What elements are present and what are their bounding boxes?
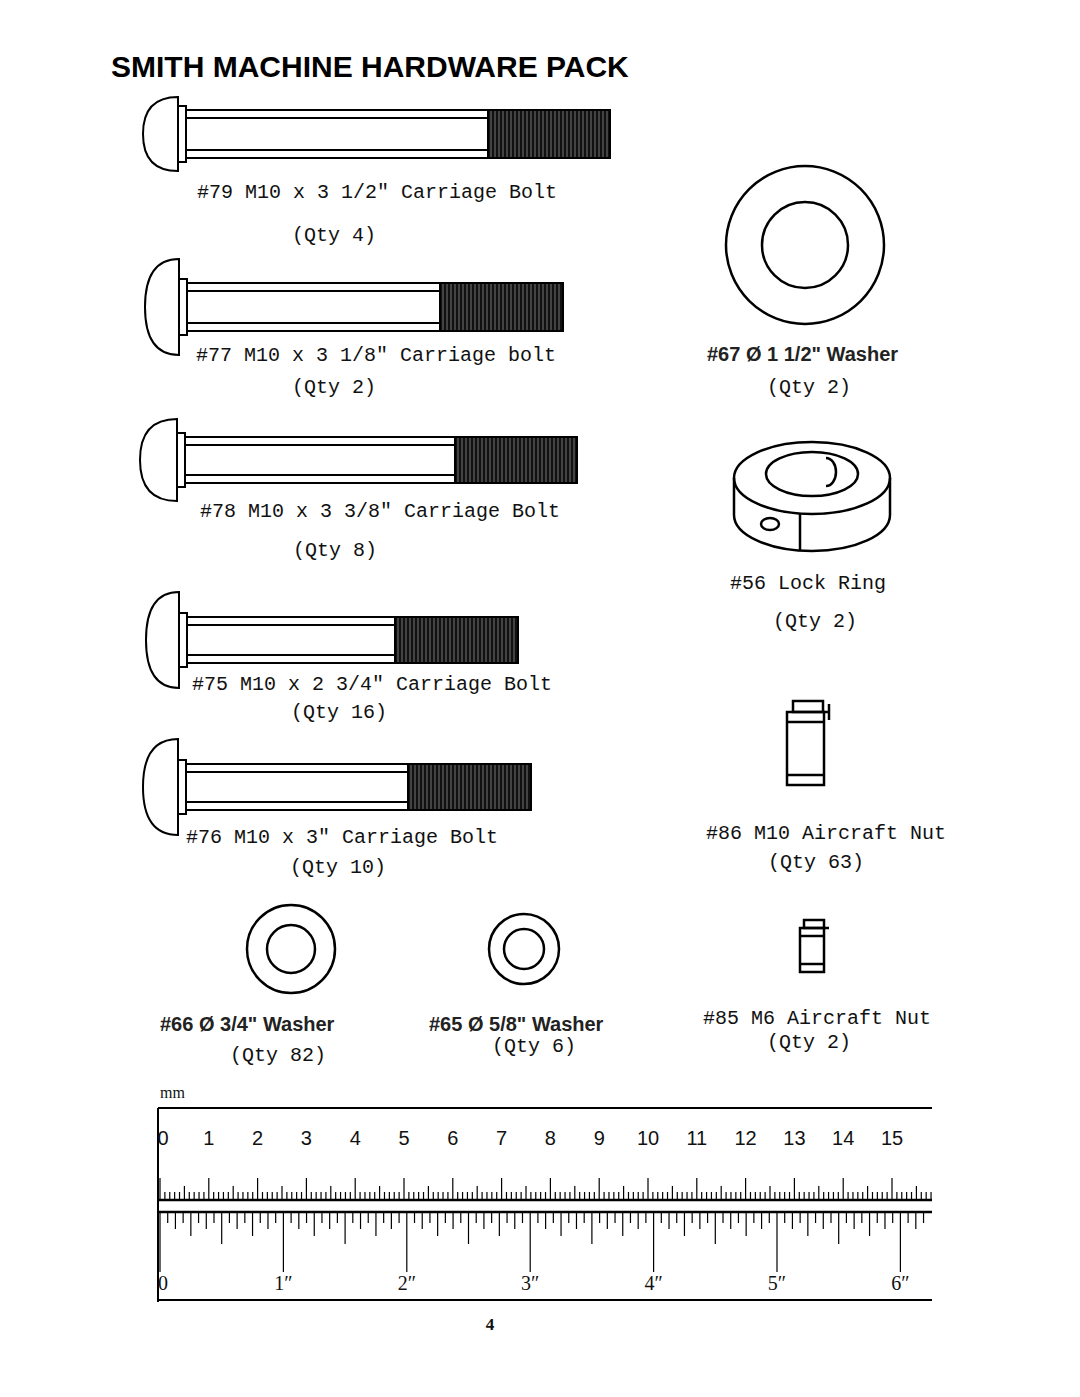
part-label: (Qty 63) bbox=[768, 851, 864, 874]
bolt-thread bbox=[440, 283, 563, 331]
bolt-shaft bbox=[186, 110, 610, 158]
bolt-head bbox=[143, 97, 178, 171]
scale-number: 4 bbox=[350, 1127, 361, 1150]
part-label: (Qty 2) bbox=[767, 1031, 851, 1054]
part-label: #65 Ø 5/8" Washer bbox=[429, 1013, 603, 1036]
scale-number: 1″ bbox=[274, 1272, 292, 1295]
scale-number: 6″ bbox=[891, 1272, 909, 1295]
bolt-shaft bbox=[187, 283, 563, 331]
scale-number: 10 bbox=[637, 1127, 659, 1150]
part-label: (Qty 82) bbox=[230, 1044, 326, 1067]
bolt-thread bbox=[395, 617, 518, 663]
bolt-thread bbox=[408, 764, 531, 810]
bolt-collar bbox=[178, 760, 186, 814]
scale-number: 11 bbox=[686, 1127, 707, 1150]
scale-number: 6 bbox=[447, 1127, 458, 1150]
bolt-collar bbox=[177, 433, 185, 487]
part-label: #79 M10 x 3 1/2″ Carriage Bolt bbox=[197, 181, 557, 204]
scale-number: 9 bbox=[594, 1127, 605, 1150]
part-label: #86 M10 Aircraft Nut bbox=[706, 822, 946, 845]
bolt-thread bbox=[488, 110, 610, 158]
scale-number: 0 bbox=[157, 1127, 168, 1150]
bolt-thread bbox=[455, 437, 577, 483]
bolt-head bbox=[145, 259, 179, 355]
scale-number: 3 bbox=[301, 1127, 312, 1150]
part-label: #76 M10 x 3″ Carriage Bolt bbox=[186, 826, 498, 849]
page-title: SMITH MACHINE HARDWARE PACK bbox=[111, 50, 629, 85]
bolt-collar bbox=[179, 279, 187, 335]
part-label: #67 Ø 1 1/2" Washer bbox=[707, 343, 898, 366]
bolt-head bbox=[140, 419, 177, 501]
bolt-collar bbox=[179, 613, 187, 667]
part-label: (Qty 4) bbox=[292, 224, 376, 247]
scale-number: 7 bbox=[496, 1127, 507, 1150]
scale-number: 3″ bbox=[521, 1272, 539, 1295]
scale-number: 15 bbox=[881, 1127, 903, 1150]
bolt-collar bbox=[178, 106, 186, 162]
part-label: (Qty 16) bbox=[291, 701, 387, 724]
scale-number: 8 bbox=[545, 1127, 556, 1150]
scale-number: 2 bbox=[252, 1127, 263, 1150]
part-label: #85 M6 Aircraft Nut bbox=[703, 1007, 931, 1030]
unit-label: mm bbox=[160, 1084, 185, 1102]
bolt-shaft bbox=[186, 764, 531, 810]
bolt-shaft bbox=[187, 617, 518, 663]
part-label: #66 Ø 3/4" Washer bbox=[160, 1013, 334, 1036]
part-label: #77 M10 x 3 1/8″ Carriage bolt bbox=[196, 344, 556, 367]
part-label: #78 M10 x 3 3/8″ Carriage Bolt bbox=[200, 500, 560, 523]
scale-number: 0 bbox=[158, 1272, 168, 1295]
bolt-head bbox=[146, 592, 179, 688]
scale-number: 14 bbox=[832, 1127, 854, 1150]
part-label: (Qty 10) bbox=[290, 856, 386, 879]
scale-number: 5 bbox=[398, 1127, 409, 1150]
page-number: 4 bbox=[486, 1315, 495, 1335]
scale-number: 5″ bbox=[768, 1272, 786, 1295]
bolt-shaft bbox=[185, 437, 577, 483]
part-label: (Qty 2) bbox=[292, 376, 376, 399]
part-label: #75 M10 x 2 3/4″ Carriage Bolt bbox=[192, 673, 552, 696]
part-label: (Qty 6) bbox=[492, 1035, 576, 1058]
scale-number: 4″ bbox=[644, 1272, 662, 1295]
part-label: #56 Lock Ring bbox=[730, 572, 886, 595]
scale-number: 2″ bbox=[398, 1272, 416, 1295]
scale-number: 13 bbox=[783, 1127, 805, 1150]
scale-number: 1 bbox=[203, 1127, 214, 1150]
part-label: (Qty 2) bbox=[773, 610, 857, 633]
part-label: (Qty 2) bbox=[767, 376, 851, 399]
scale-number: 12 bbox=[734, 1127, 756, 1150]
part-label: (Qty 8) bbox=[293, 539, 377, 562]
bolt-head bbox=[143, 739, 178, 835]
